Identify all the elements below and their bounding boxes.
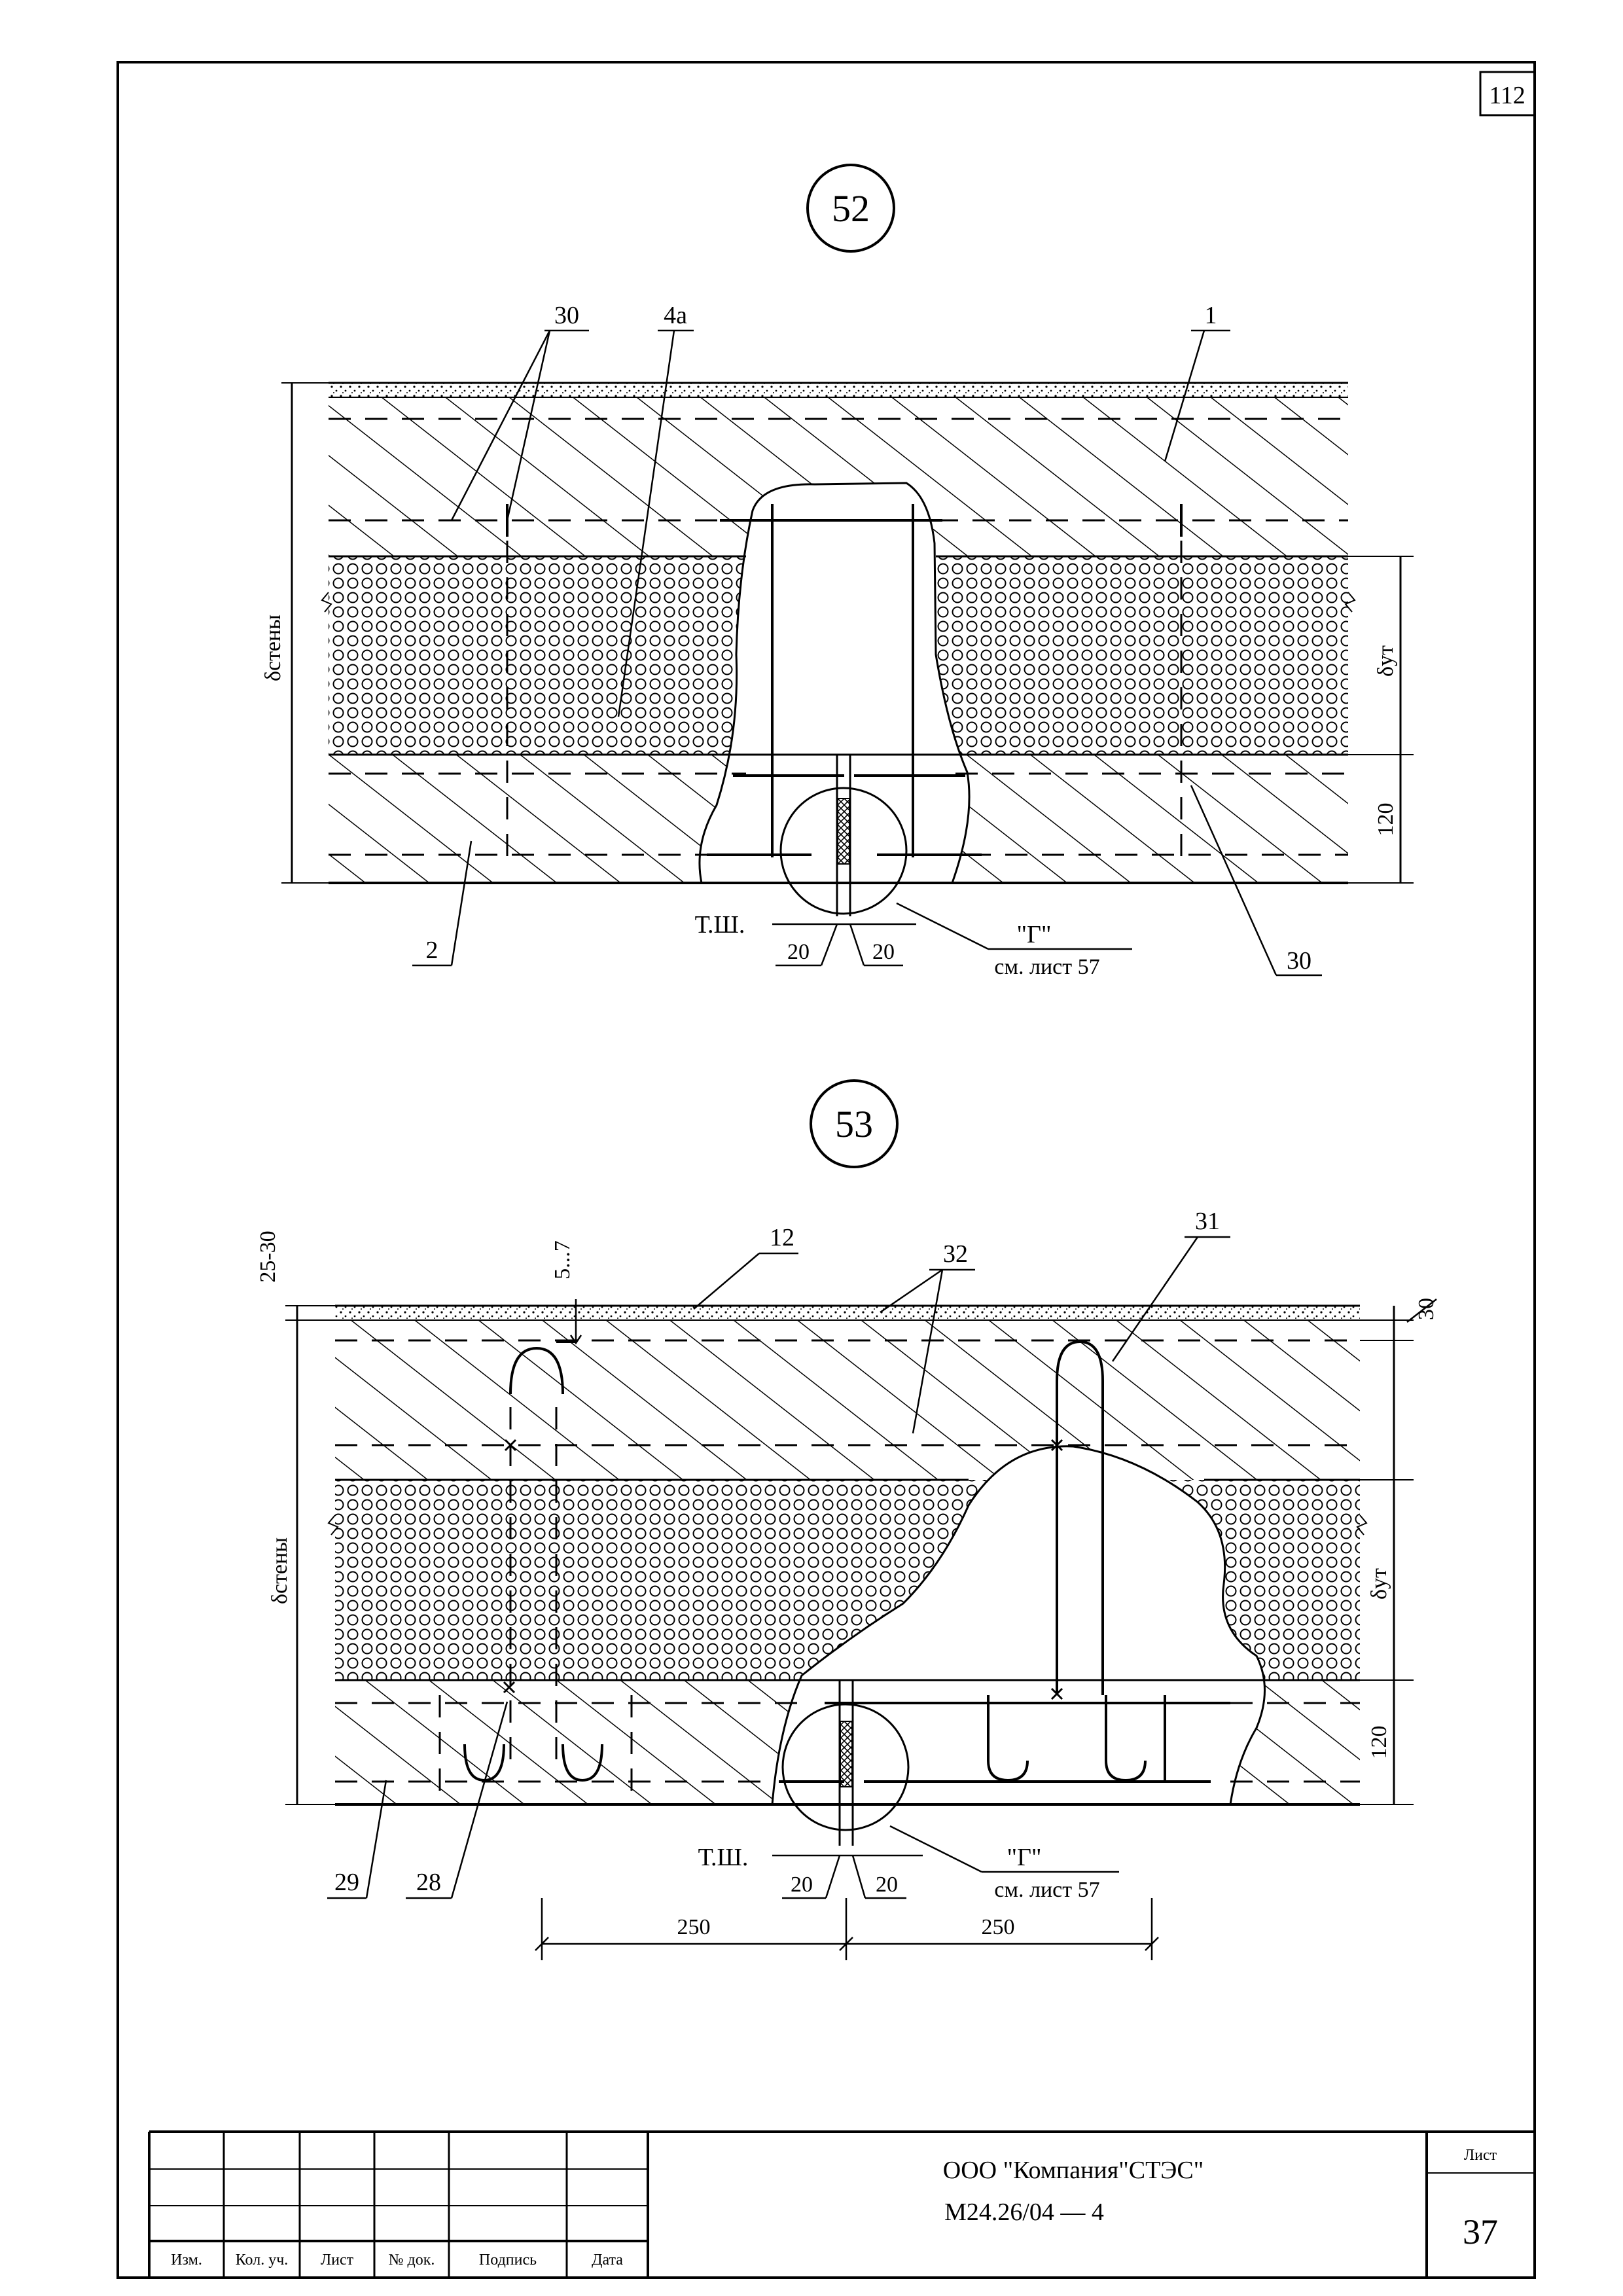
sheet-frame xyxy=(116,61,1536,2279)
sheet-number: 37 xyxy=(1463,2212,1498,2251)
span-left: 250 xyxy=(677,1915,711,1939)
joint-width-right: 20 xyxy=(872,940,895,964)
span-right: 250 xyxy=(982,1915,1015,1939)
exposed-rebar xyxy=(707,504,982,857)
label-30-top: 30 xyxy=(554,302,579,329)
callout-reference: "Г" xyxy=(1007,1844,1042,1871)
wall-thickness-label: δстены xyxy=(261,615,285,681)
outer-cover-label: 30 xyxy=(1414,1298,1438,1320)
callout-circle xyxy=(779,787,908,915)
inner-layer-thickness: 120 xyxy=(1367,1726,1391,1759)
detail-53: 53 xyxy=(256,1079,1438,1960)
cutaway-opening xyxy=(698,482,971,883)
header-signature: Подпись xyxy=(479,2251,537,2269)
joint-label: Т.Ш. xyxy=(698,1844,749,1871)
plaster-layer xyxy=(329,383,1348,397)
callout-sheet-ref: см. лист 57 xyxy=(994,1878,1099,1902)
detail-number-circle xyxy=(810,1079,899,1168)
label-28: 28 xyxy=(416,1869,441,1896)
joint-filler xyxy=(840,1721,853,1787)
insulation-thickness-label: δут xyxy=(1367,1568,1391,1600)
joint-width-left: 20 xyxy=(787,940,810,964)
label-30-bottom: 30 xyxy=(1287,947,1311,975)
sheet-label: Лист xyxy=(1464,2147,1497,2164)
header-kol-uch: Кол. уч. xyxy=(236,2251,289,2269)
detail-52: 52 xyxy=(261,164,1414,979)
label-12: 12 xyxy=(770,1224,794,1251)
joint-width-right: 20 xyxy=(876,1873,898,1897)
joint-filler xyxy=(837,798,850,865)
callout-circle xyxy=(781,1703,910,1831)
joint-label: Т.Ш. xyxy=(695,911,745,939)
title-block-headers: Изм. Кол. уч. Лист № док. Подпись Дата xyxy=(171,2251,623,2269)
company-name: ООО "Компания"СТЭС" xyxy=(943,2157,1204,2184)
label-2: 2 xyxy=(426,937,438,964)
detail-number-circle xyxy=(806,164,895,253)
bend-range-label: 5...7 xyxy=(550,1240,575,1280)
sheet-index: 112 xyxy=(1489,82,1525,109)
label-29: 29 xyxy=(334,1869,359,1896)
detail-number: 52 xyxy=(832,187,870,230)
inner-layer-thickness: 120 xyxy=(1374,803,1398,836)
label-4a: 4а xyxy=(664,302,687,329)
plaster-layer xyxy=(335,1306,1360,1320)
label-32: 32 xyxy=(943,1240,968,1268)
wall-thickness-label: δстены xyxy=(268,1537,292,1604)
outer-concrete-layer xyxy=(335,1320,1360,1480)
label-31: 31 xyxy=(1195,1208,1220,1235)
insulation-thickness-label: δут xyxy=(1374,645,1398,677)
reinforcement-mesh xyxy=(335,1339,1360,1793)
document-code: М24.26/04 — 4 xyxy=(944,2198,1104,2226)
cover-range-label: 25-30 xyxy=(256,1230,280,1282)
callout-reference: "Г" xyxy=(1017,921,1052,948)
header-izm: Изм. xyxy=(171,2251,202,2269)
label-1: 1 xyxy=(1205,302,1217,329)
sheet-index-box xyxy=(1479,71,1536,117)
header-date: Дата xyxy=(592,2251,623,2269)
callout-sheet-ref: см. лист 57 xyxy=(994,955,1099,979)
connector-rebar xyxy=(463,1340,1230,1783)
detail-number: 53 xyxy=(835,1103,873,1145)
joint-width-left: 20 xyxy=(791,1873,813,1897)
title-block xyxy=(148,2130,1535,2278)
header-doc-no: № док. xyxy=(389,2251,435,2269)
header-list: Лист xyxy=(321,2251,354,2269)
